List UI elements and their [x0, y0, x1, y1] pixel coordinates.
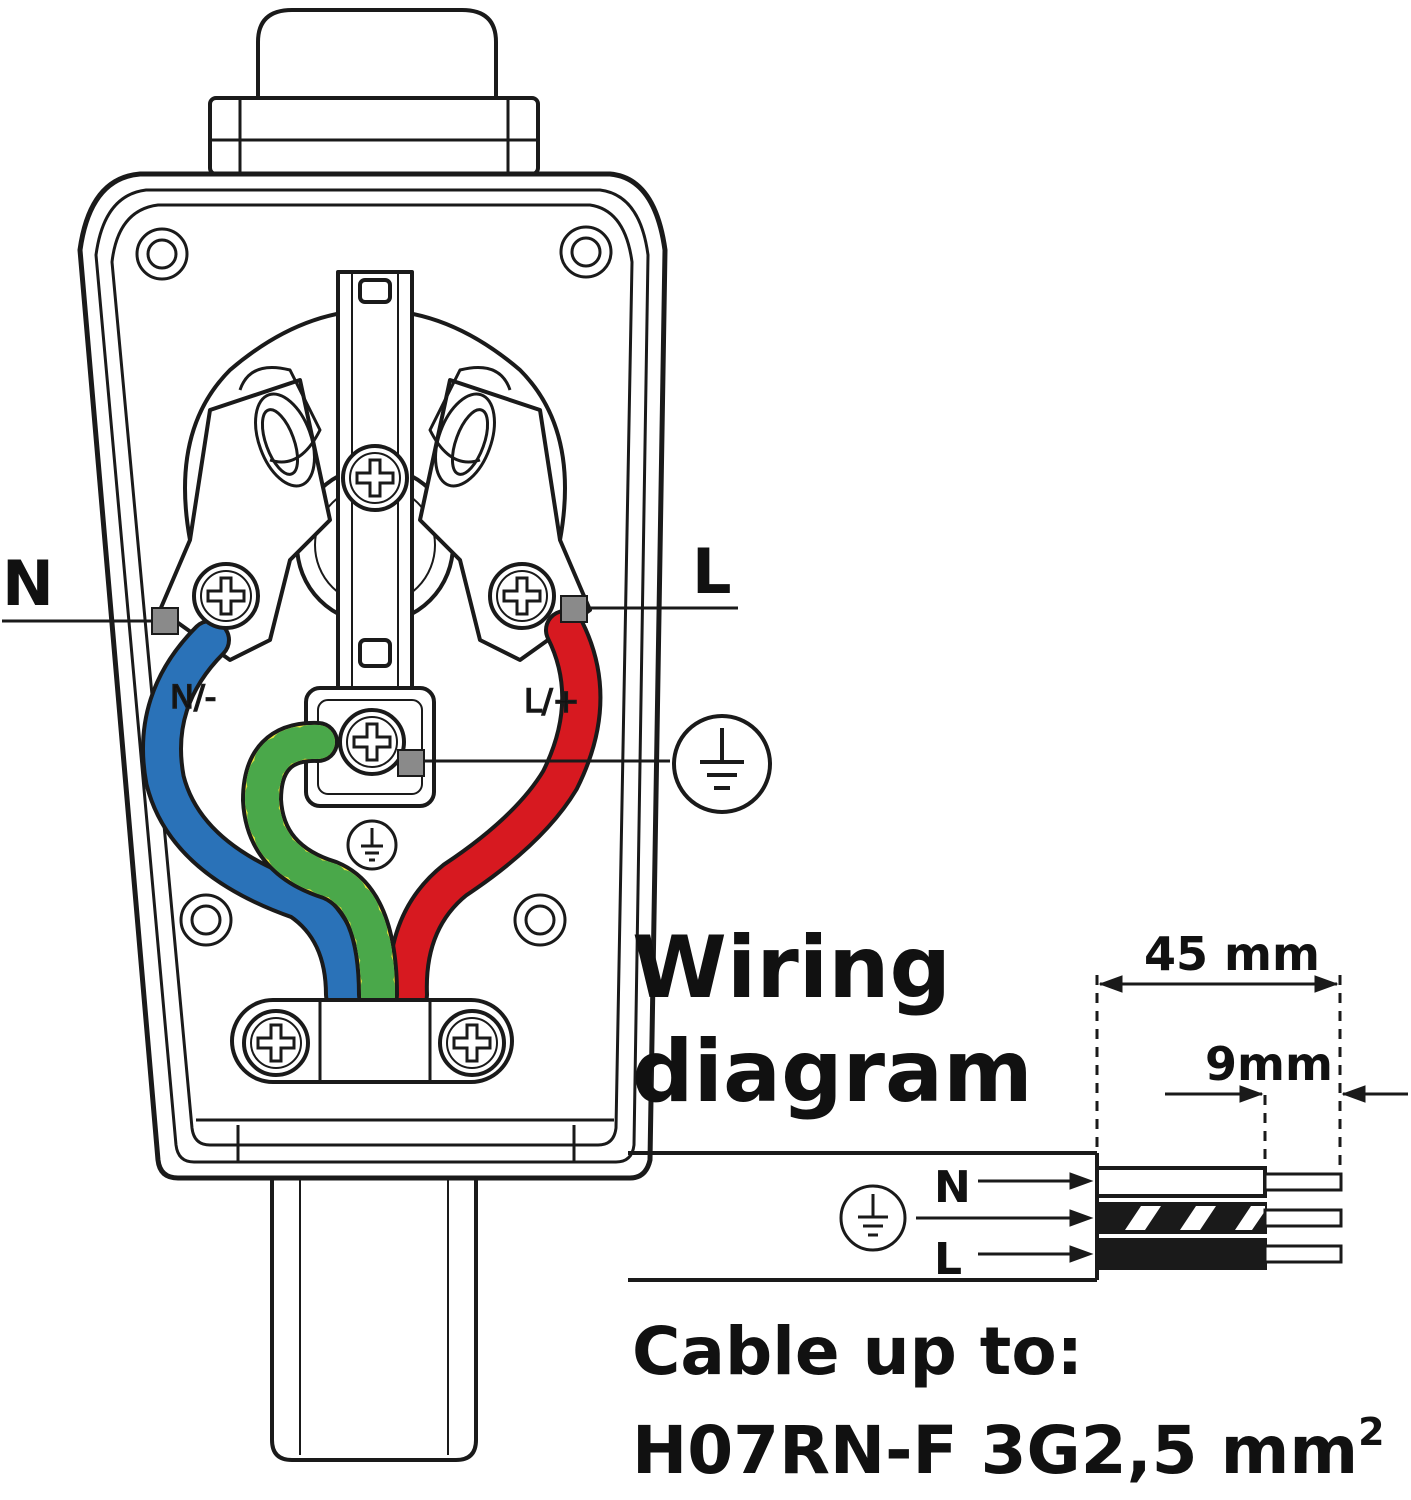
earth-symbol-icon	[839, 1184, 907, 1252]
cable-spec-line-2: H07RN-F 3G2,5 mm2	[632, 1392, 1385, 1491]
conductor-strip-length: 9mm	[1205, 1037, 1333, 1091]
live-marking: L/+	[524, 682, 579, 720]
cable-live-label: L	[934, 1234, 962, 1285]
connection-markers	[2, 595, 738, 777]
cable-spec-line-1: Cable up to:	[632, 1313, 1084, 1390]
strip-dimension-lines	[1095, 975, 1408, 1180]
neutral-marking: N/-	[170, 678, 216, 716]
plug-housing	[77, 8, 668, 1462]
earth-symbol-icon	[346, 819, 398, 871]
live-label: L	[692, 535, 732, 608]
cable-drawing	[628, 1151, 1343, 1282]
wires	[141, 609, 603, 1016]
diagram-title-line-1: Wiring	[632, 918, 952, 1018]
sheath-strip-length: 45 mm	[1144, 927, 1320, 981]
cable-pointer-arrows	[916, 1172, 1094, 1263]
cable-spec-superscript: 2	[1358, 1410, 1385, 1454]
cable-spec-text: H07RN-F 3G2,5 mm	[632, 1412, 1359, 1489]
earth-symbol-icon	[672, 714, 772, 814]
cable-neutral-label: N	[934, 1162, 971, 1213]
diagram-title-line-2: diagram	[632, 1022, 1033, 1122]
neutral-label: N	[2, 547, 54, 620]
